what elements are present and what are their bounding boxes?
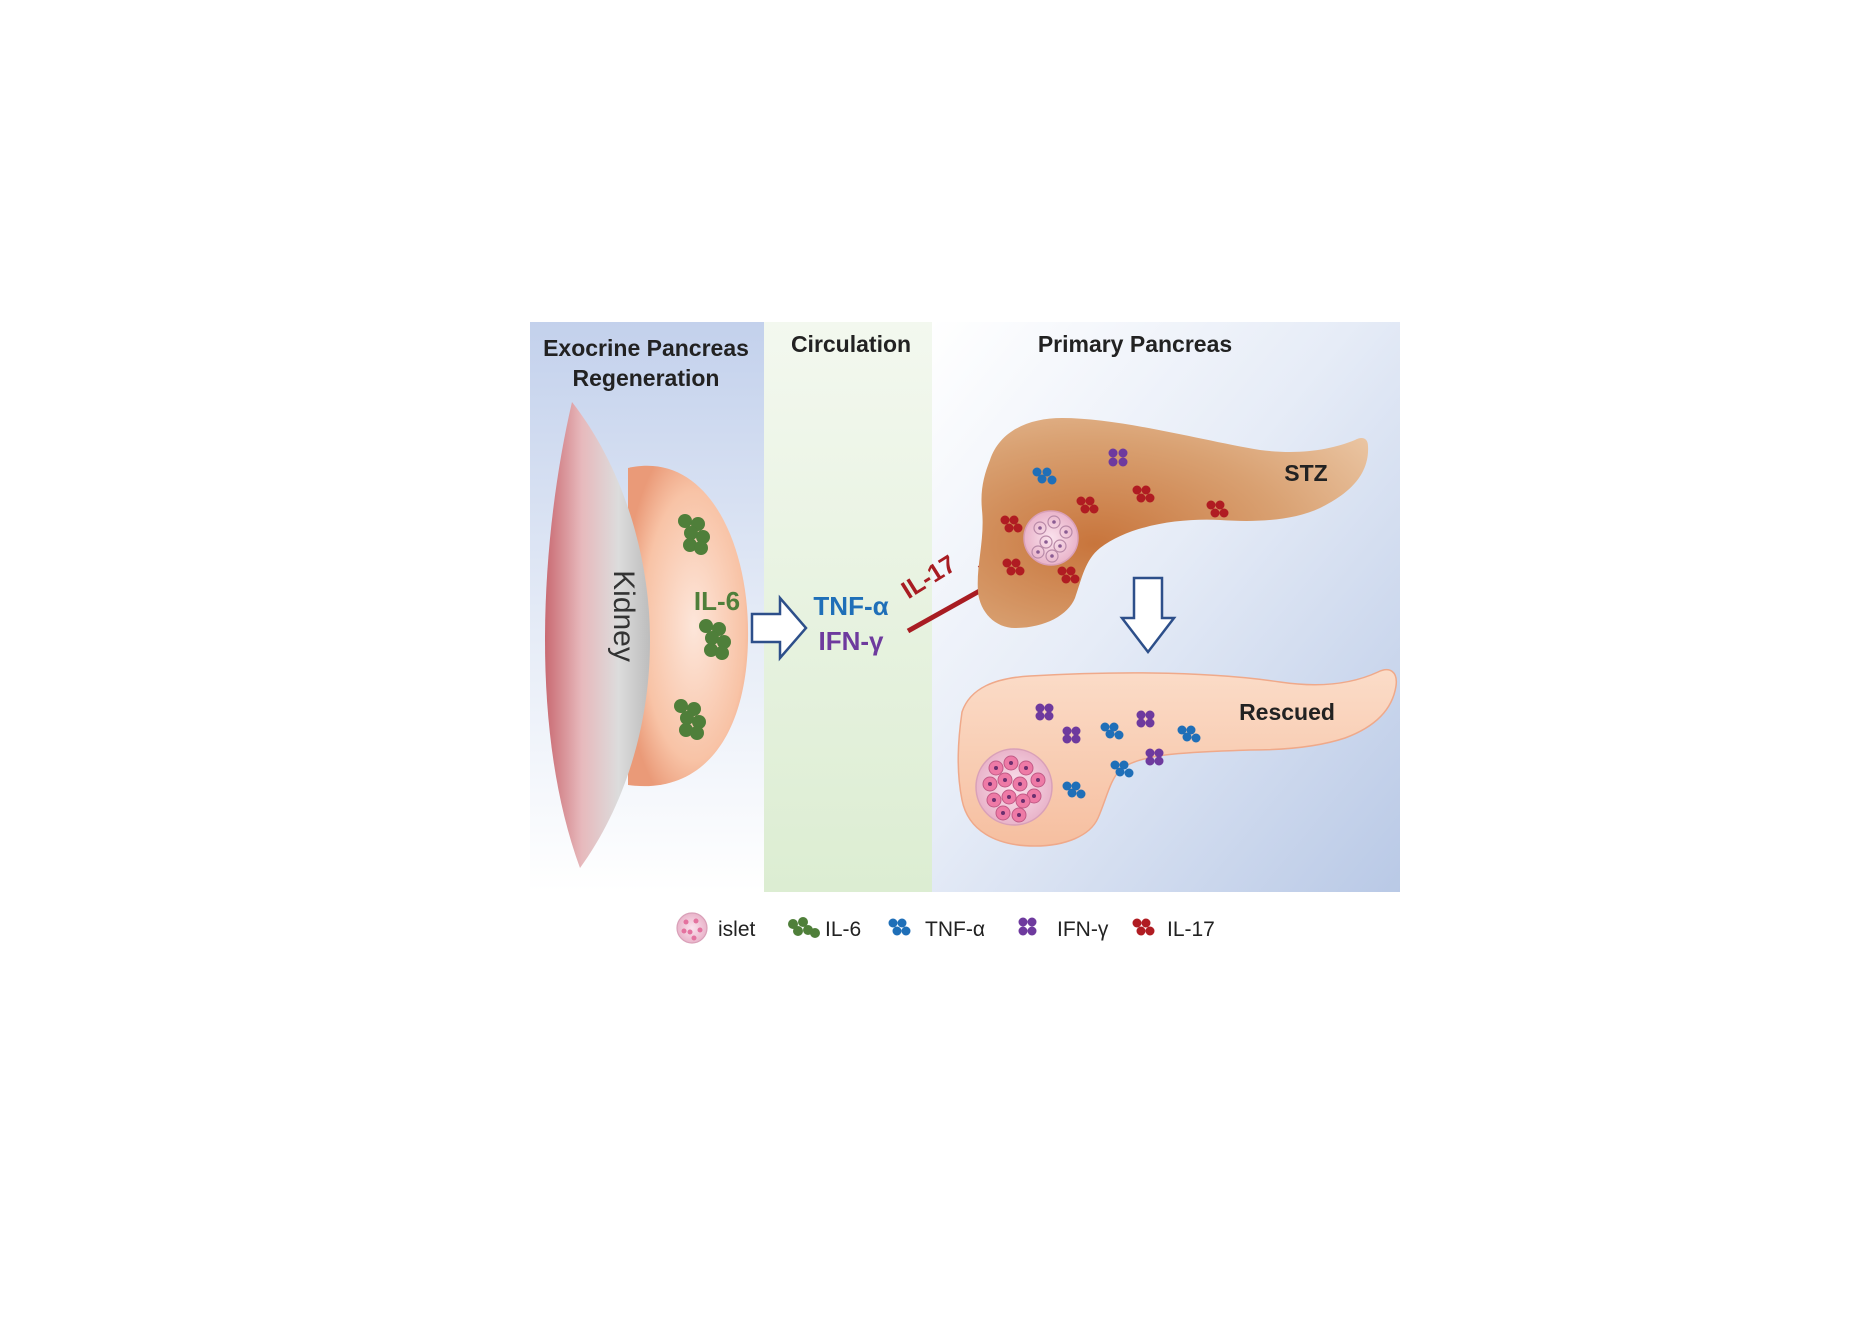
il6-cluster [678,514,710,555]
left-panel-title-line2: Regeneration [573,365,720,391]
tnf-cluster [1177,725,1201,743]
il17-cluster [1057,566,1080,584]
kidney-label: Kidney [607,570,640,662]
ifn-label: IFN-γ [819,626,885,656]
il17-cluster [1076,496,1099,514]
ifn-cluster [1035,703,1054,721]
secretion-arrow [750,594,808,662]
left-panel-title-line1: Exocrine Pancreas [543,335,749,361]
tnf-cluster [1032,467,1057,485]
il17-cluster [1002,558,1025,576]
stz-label: STZ [1284,460,1327,486]
legend-islet-icon [676,912,708,944]
legend-tnf-label: TNF-α [925,918,985,941]
ifn-cluster [1136,710,1155,728]
legend-ifn-label: IFN-γ [1057,918,1109,941]
kidney-shape [545,402,650,868]
circulation-panel-title: Circulation [791,331,911,357]
ifn-cluster [1145,748,1164,766]
legend: islet IL-6 TNF-α IFN-γ IL-17 [676,912,1215,944]
tnf-cluster [1062,781,1086,799]
tnf-cluster [1110,760,1134,778]
rescued-pancreas [957,668,1398,847]
il17-cluster [1132,485,1155,503]
legend-ifn-icon [1018,917,1037,936]
legend-il6-icon [788,917,820,938]
il17-cluster [1206,500,1229,518]
legend-tnf-icon [888,918,911,936]
il17-cluster [1000,515,1023,533]
legend-il17-label: IL-17 [1167,918,1215,941]
circulation-panel-background [764,322,932,892]
ifn-cluster [1108,448,1128,467]
rescue-down-arrow [1119,576,1177,655]
tnf-cluster [1100,722,1124,740]
right-panel-title: Primary Pancreas [1038,331,1232,357]
il6-cluster [699,619,731,660]
il6-cluster [674,699,706,740]
tnf-label: TNF-α [813,591,888,621]
il6-label: IL-6 [694,586,740,616]
graft-tissue [628,465,749,787]
rescued-islet [975,748,1053,826]
stz-islet [1023,510,1079,566]
legend-il17-icon [1132,918,1155,936]
rescued-label: Rescued [1239,699,1335,725]
ifn-cluster [1062,726,1081,744]
legend-islet-label: islet [718,918,756,941]
legend-il6-label: IL-6 [825,918,861,941]
